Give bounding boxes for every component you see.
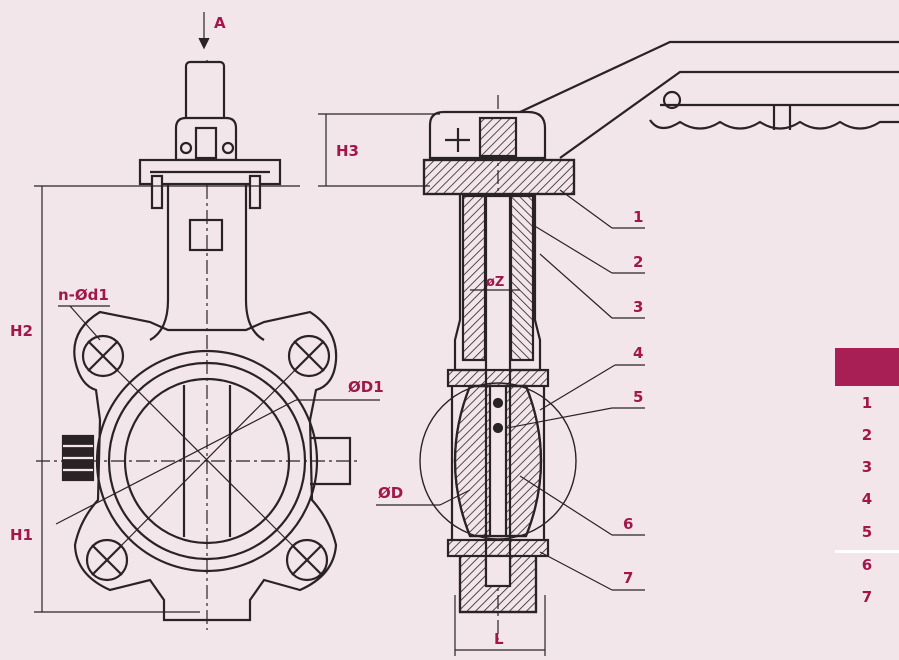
label-l: L	[494, 630, 504, 648]
label-z: øZ	[486, 275, 504, 290]
part-number: 7	[861, 588, 873, 606]
label-h1: H1	[10, 526, 33, 544]
part-list-header	[835, 348, 899, 386]
callout-6: 6	[623, 515, 633, 533]
callout-7: 7	[623, 569, 633, 587]
label-h3: H3	[336, 142, 359, 160]
callout-5: 5	[633, 388, 643, 406]
label-h2: H2	[10, 322, 33, 340]
part-number: 6	[861, 556, 873, 574]
part-number: 4	[861, 490, 873, 508]
callout-2: 2	[633, 253, 643, 271]
side-view	[419, 40, 899, 640]
part-list-panel: 1 2 3 4 5 6 7	[835, 348, 899, 648]
part-number: 1	[861, 394, 873, 412]
callout-4: 4	[633, 344, 643, 362]
label-d: ØD	[378, 484, 403, 502]
part-number: 3	[861, 458, 873, 476]
front-view	[36, 60, 360, 630]
divider	[835, 550, 899, 553]
part-number: 5	[861, 523, 873, 541]
label-d1: ØD1	[348, 378, 384, 396]
part-number: 2	[861, 426, 873, 444]
front-dimensions	[34, 12, 380, 613]
callout-1: 1	[633, 208, 643, 226]
side-dimensions	[318, 113, 645, 656]
label-holes: n-Ød1	[58, 286, 109, 304]
label-arrow-a: A	[214, 14, 226, 32]
callout-3: 3	[633, 298, 643, 316]
